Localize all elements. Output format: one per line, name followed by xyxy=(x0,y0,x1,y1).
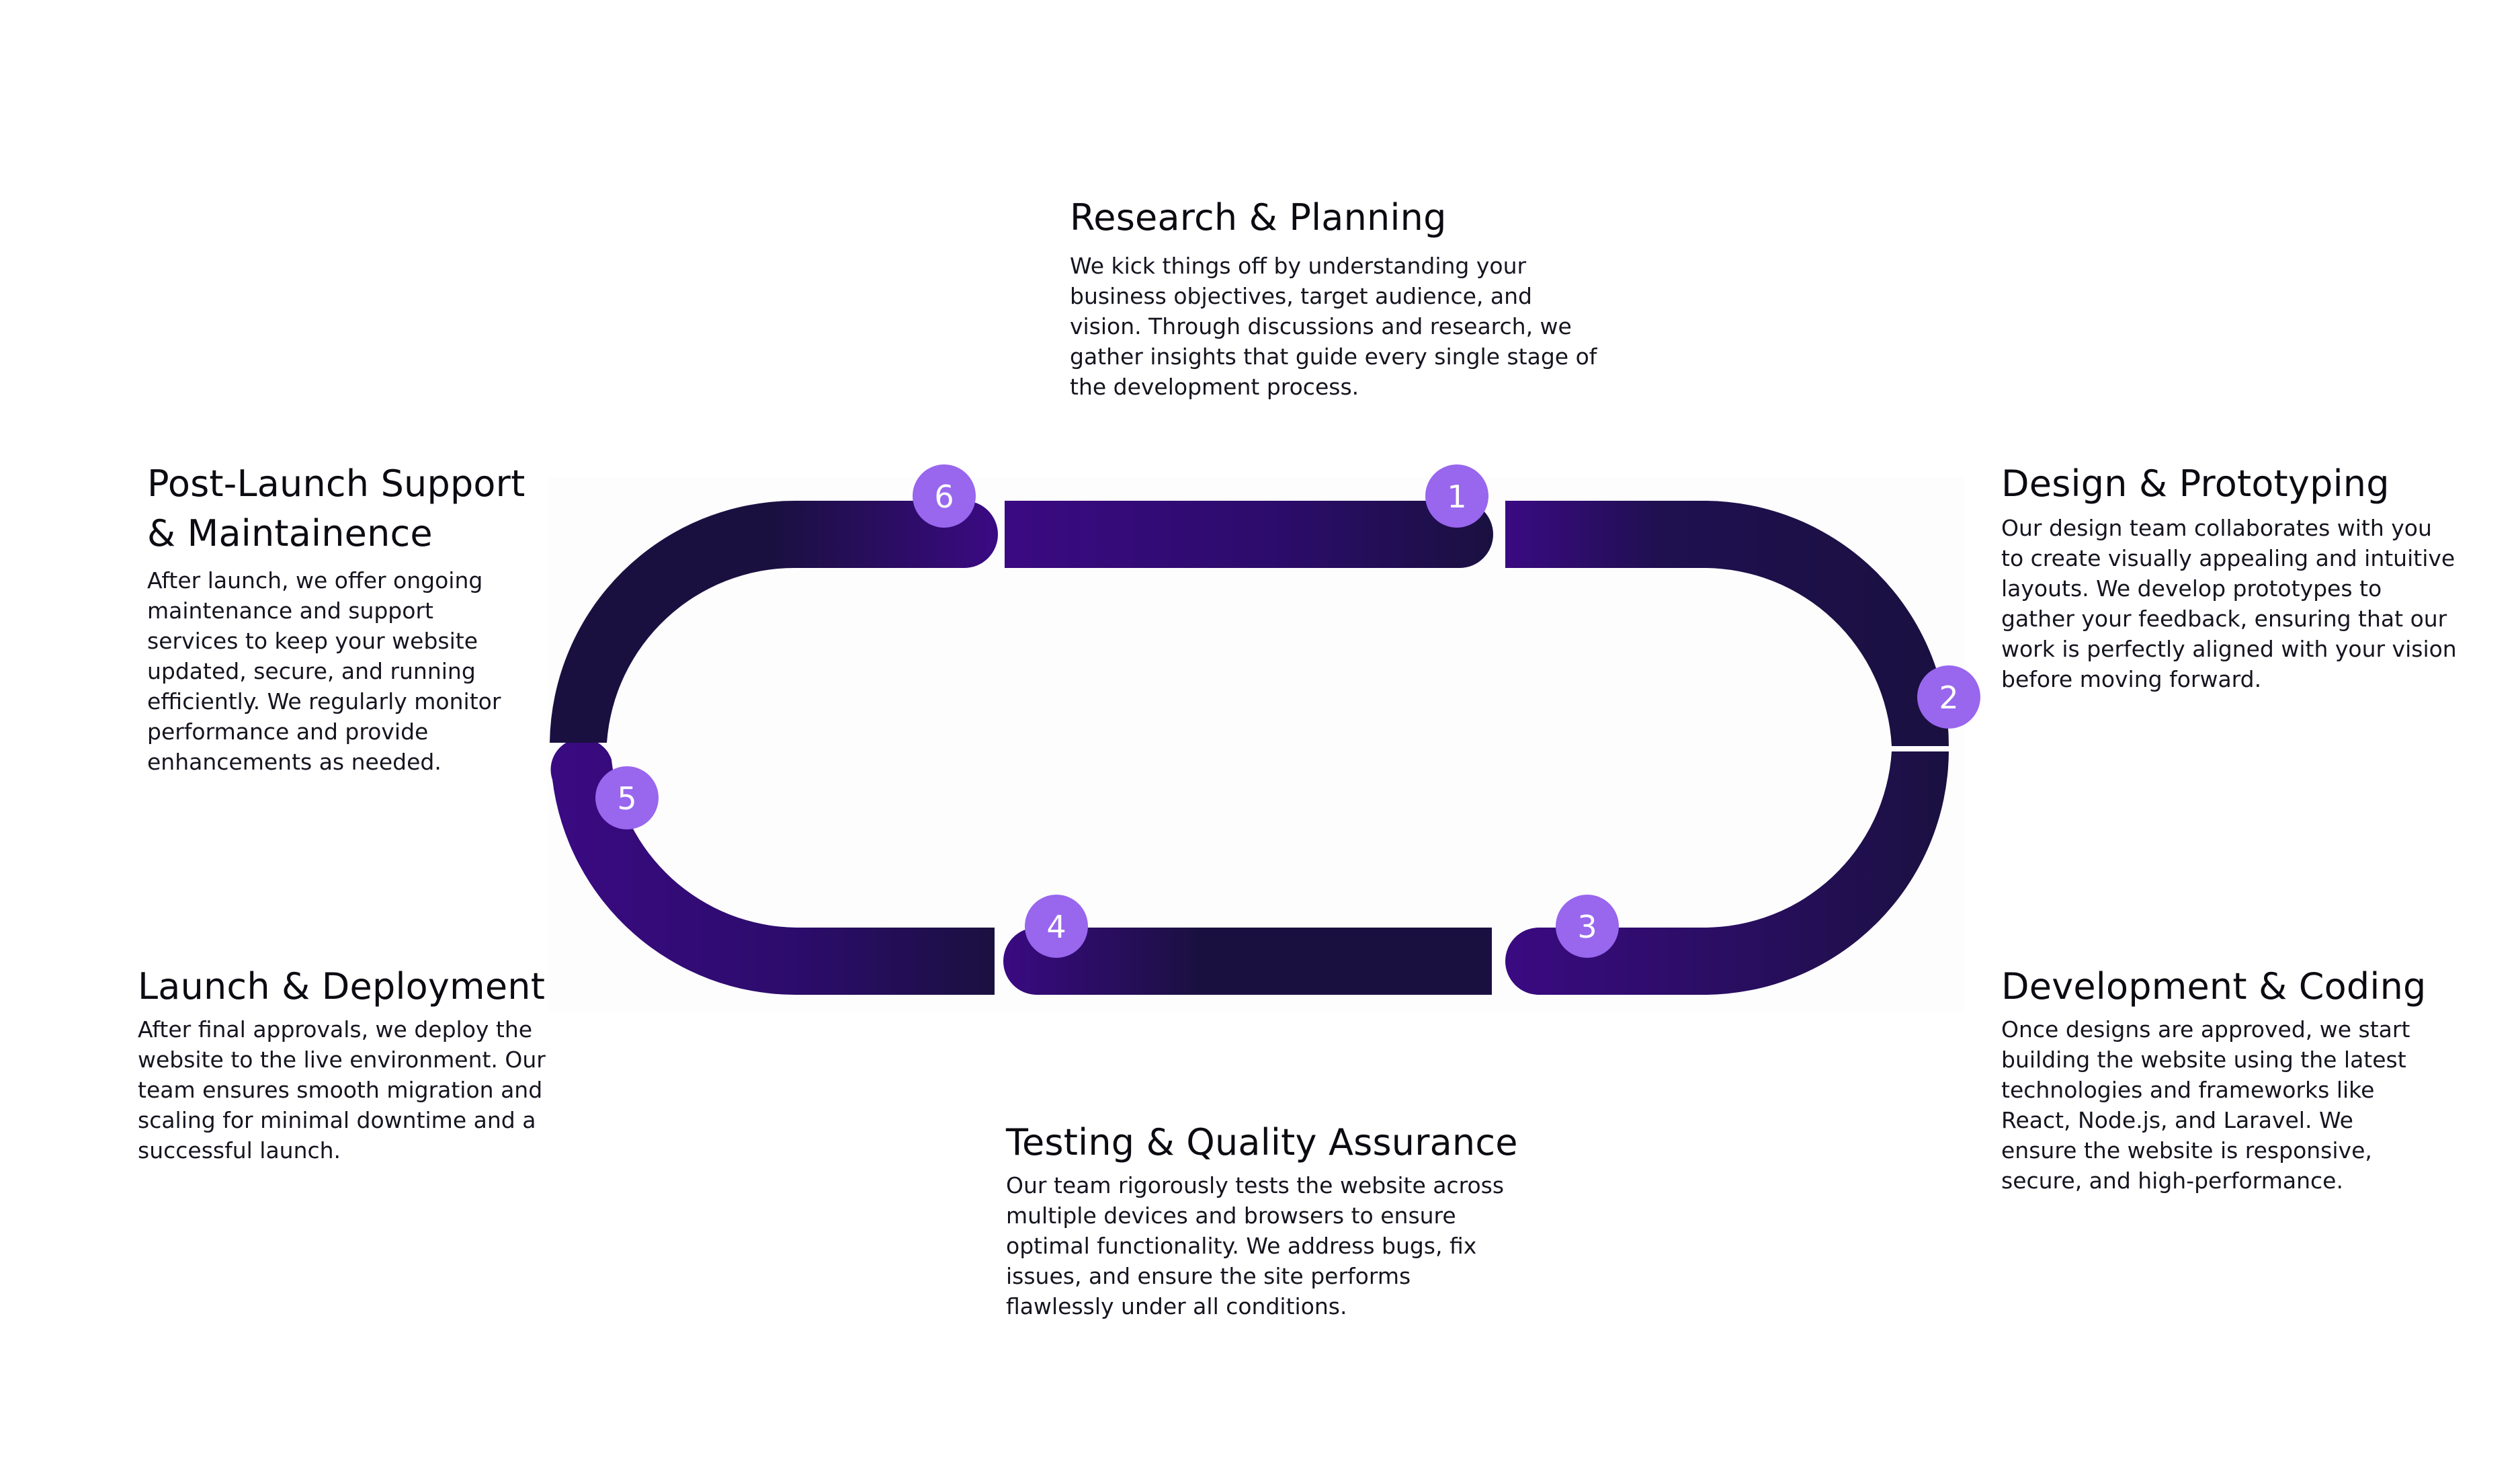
badge-number: 6 xyxy=(934,479,954,515)
segment-5 xyxy=(550,738,995,995)
badge-1: 1 xyxy=(1425,464,1488,528)
step-title: Research & Planning xyxy=(1070,196,1447,239)
badge-4: 4 xyxy=(1025,895,1088,958)
segment-1 xyxy=(1005,501,1493,568)
step-description: We kick things off by understanding your… xyxy=(1070,253,1597,400)
segment-6 xyxy=(550,501,998,743)
badge-number: 1 xyxy=(1447,479,1466,515)
badge-6: 6 xyxy=(913,464,976,528)
badge-5: 5 xyxy=(595,766,659,829)
step-launch-deployment: Launch & Deployment After final approval… xyxy=(138,962,568,1166)
step-description: Our design team collaborates with you to… xyxy=(2001,515,2457,692)
badge-number: 4 xyxy=(1046,909,1066,945)
step-description: Our team rigorously tests the website ac… xyxy=(1006,1172,1505,1319)
step-title: Development & Coding xyxy=(2001,965,2427,1008)
step-development-coding: Development & Coding Once designs are ap… xyxy=(2001,962,2458,1196)
step-testing-quality: Testing & Quality Assurance Our team rig… xyxy=(1006,1118,1530,1321)
badge-3: 3 xyxy=(1556,895,1619,958)
step-design-prototyping: Design & Prototyping Our design team col… xyxy=(2001,459,2458,694)
badge-number: 3 xyxy=(1577,909,1597,945)
step-title: Design & Prototyping xyxy=(2001,462,2390,505)
badge-number: 2 xyxy=(1939,680,1958,716)
segment-4 xyxy=(1003,928,1492,995)
step-title: Post-Launch Support & Maintainence xyxy=(147,462,526,555)
badge-2: 2 xyxy=(1917,665,1980,729)
badge-number: 5 xyxy=(617,780,636,817)
segment-3 xyxy=(1505,751,1949,995)
step-description: Once designs are approved, we start buil… xyxy=(2001,1016,2410,1194)
step-description: After launch, we offer ongoing maintenan… xyxy=(147,567,501,775)
step-research-planning: Research & Planning We kick things off b… xyxy=(1070,193,1607,402)
step-description: After final approvals, we deploy the web… xyxy=(138,1016,546,1163)
step-title: Testing & Quality Assurance xyxy=(1006,1121,1518,1163)
step-post-launch-support: Post-Launch Support & Maintainence After… xyxy=(147,459,550,777)
segment-2 xyxy=(1505,501,1949,746)
step-title: Launch & Deployment xyxy=(138,965,546,1008)
